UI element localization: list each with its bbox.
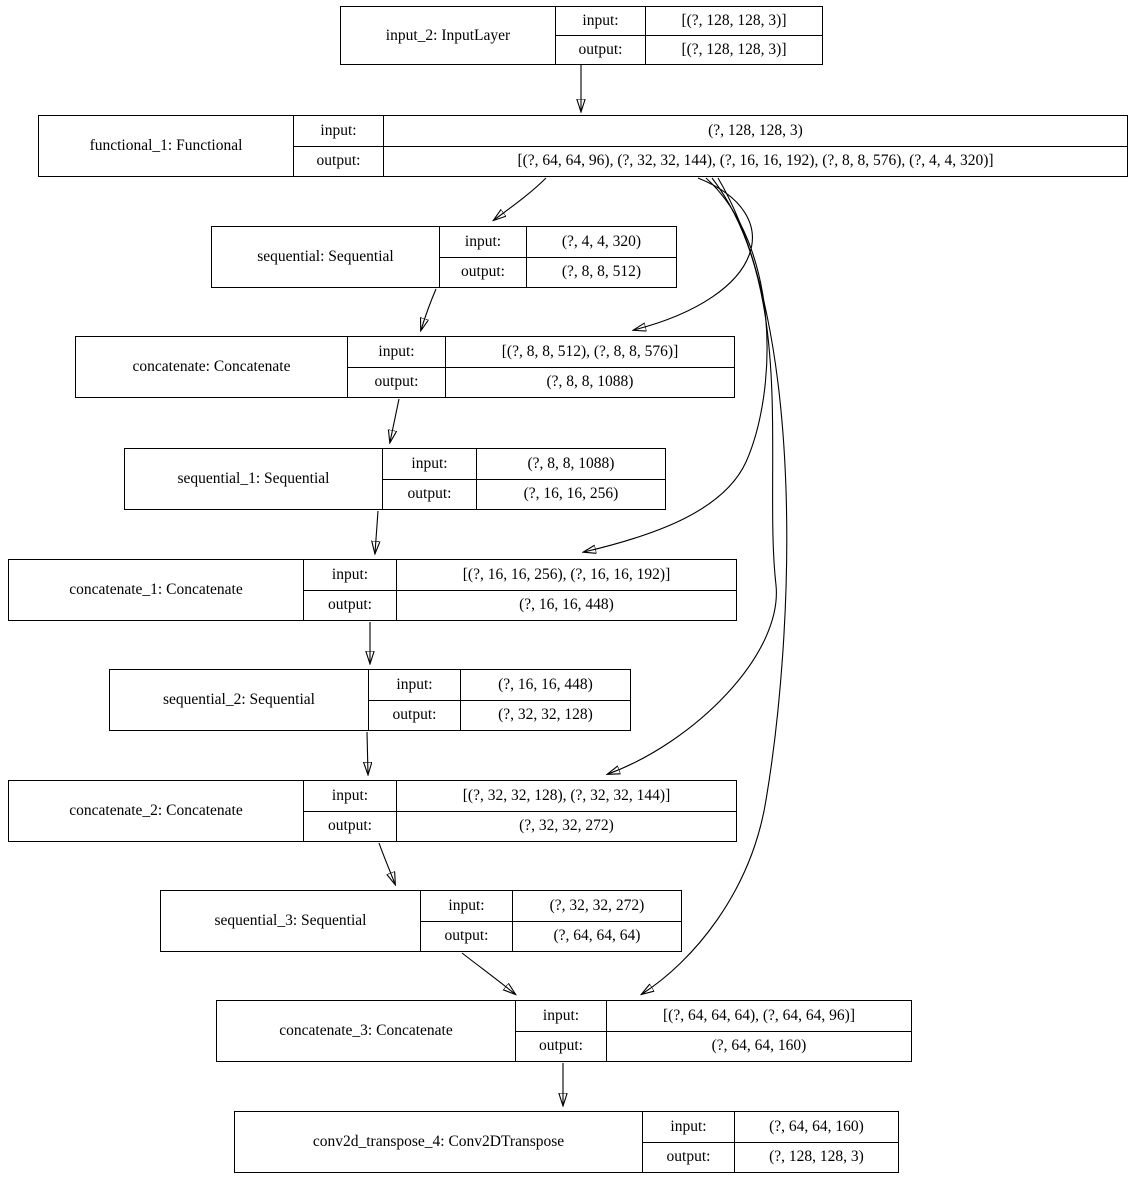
output-shape: [(?, 64, 64, 96), (?, 32, 32, 144), (?, … [517, 152, 994, 170]
edge-sequential_3-concatenate_3 [461, 952, 515, 994]
output-shape: (?, 8, 8, 512) [561, 263, 642, 281]
output-label: output: [369, 700, 461, 730]
edge-concatenate_2-sequential_3 [378, 842, 395, 884]
input-label: input: [383, 449, 477, 479]
output-label: output: [643, 1142, 735, 1172]
output-shape: (?, 32, 32, 128) [498, 706, 593, 724]
output-shape: (?, 32, 32, 272) [519, 817, 614, 835]
layer-title: sequential: Sequential [212, 227, 440, 287]
input-label: input: [643, 1112, 735, 1142]
input-shape: (?, 4, 4, 320) [561, 232, 642, 250]
input-shape: [(?, 8, 8, 512), (?, 8, 8, 576)] [501, 342, 679, 360]
edge-sequential_2-concatenate_2 [367, 731, 368, 774]
layer-node-conv2d_transpose_4: conv2d_transpose_4: Conv2DTranspose inpu… [234, 1111, 899, 1173]
layer-node-concatenate_2: concatenate_2: Concatenate input: [(?, 3… [8, 780, 737, 842]
output-label: output: [304, 590, 397, 620]
input-shape: [(?, 128, 128, 3)] [681, 12, 787, 29]
layer-node-sequential: sequential: Sequential input: (?, 4, 4, … [211, 226, 677, 288]
layer-node-concatenate: concatenate: Concatenate input: [(?, 8, … [75, 336, 735, 398]
input-shape: (?, 32, 32, 272) [549, 896, 645, 914]
layer-node-sequential_2: sequential_2: Sequential input: (?, 16, … [109, 669, 631, 731]
layer-node-functional_1: functional_1: Functional input: (?, 128,… [38, 115, 1128, 177]
output-label: output: [304, 811, 397, 841]
input-shape: [(?, 64, 64, 64), (?, 64, 64, 96)] [663, 1006, 855, 1024]
edge-concatenate-sequential_1 [390, 398, 400, 442]
input-label: input: [304, 560, 397, 590]
output-label: output: [421, 921, 513, 951]
output-shape: (?, 128, 128, 3) [769, 1148, 864, 1166]
input-shape: [(?, 16, 16, 256), (?, 16, 16, 192)] [462, 565, 671, 583]
input-label: input: [348, 337, 446, 367]
layer-title: concatenate_3: Concatenate [217, 1001, 516, 1061]
input-label: input: [294, 116, 384, 146]
output-shape: (?, 8, 8, 1088) [546, 373, 634, 391]
layer-node-sequential_1: sequential_1: Sequential input: (?, 8, 8… [124, 448, 666, 510]
layer-title: functional_1: Functional [39, 116, 294, 176]
layer-title: sequential_2: Sequential [110, 670, 369, 730]
edge-functional_1-concatenate_3 [642, 177, 788, 994]
output-label: output: [440, 257, 527, 287]
output-label: output: [383, 479, 477, 509]
output-shape: (?, 64, 64, 160) [711, 1037, 807, 1055]
edge-functional_1-concatenate_2 [608, 177, 777, 774]
layer-title: concatenate_2: Concatenate [9, 781, 304, 841]
layer-node-input_2: input_2: InputLayer input: [(?, 128, 128… [340, 6, 823, 65]
layer-title: concatenate_1: Concatenate [9, 560, 304, 620]
layer-title: input_2: InputLayer [341, 7, 556, 64]
output-label: output: [348, 367, 446, 397]
layer-title: concatenate: Concatenate [76, 337, 348, 397]
layer-node-concatenate_3: concatenate_3: Concatenate input: [(?, 6… [216, 1000, 912, 1062]
input-shape: (?, 128, 128, 3) [708, 121, 803, 139]
output-label: output: [516, 1031, 607, 1061]
input-label: input: [440, 227, 527, 257]
output-shape: [(?, 128, 128, 3)] [681, 41, 787, 58]
layer-title: sequential_1: Sequential [125, 449, 383, 509]
input-shape: (?, 64, 64, 160) [769, 1117, 864, 1135]
input-label: input: [421, 891, 513, 921]
layer-title: sequential_3: Sequential [161, 891, 421, 951]
layer-title: conv2d_transpose_4: Conv2DTranspose [235, 1112, 643, 1172]
edge-functional_1-concatenate_1 [584, 177, 768, 552]
input-shape: [(?, 32, 32, 128), (?, 32, 32, 144)] [462, 786, 671, 804]
input-label: input: [516, 1001, 607, 1031]
input-shape: (?, 8, 8, 1088) [527, 454, 615, 472]
layer-node-sequential_3: sequential_3: Sequential input: (?, 32, … [160, 890, 682, 952]
output-shape: (?, 64, 64, 64) [553, 927, 641, 945]
output-shape: (?, 16, 16, 448) [519, 596, 614, 614]
edge-sequential-concatenate [421, 288, 437, 330]
input-shape: (?, 16, 16, 448) [498, 675, 593, 693]
input-label: input: [369, 670, 461, 700]
edge-sequential_1-concatenate_1 [375, 510, 378, 553]
output-label: output: [294, 146, 384, 176]
edge-functional_1-sequential [494, 177, 547, 220]
layer-node-concatenate_1: concatenate_1: Concatenate input: [(?, 1… [8, 559, 737, 621]
input-label: input: [556, 7, 646, 35]
output-shape: (?, 16, 16, 256) [523, 485, 619, 503]
output-label: output: [556, 36, 646, 64]
input-label: input: [304, 781, 397, 811]
